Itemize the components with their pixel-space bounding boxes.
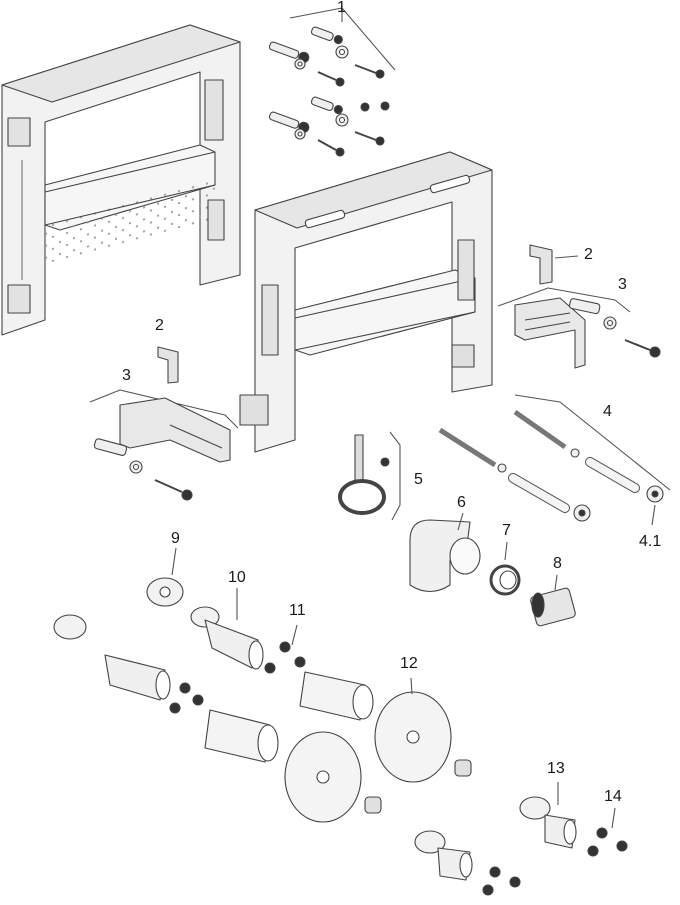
callout-13: 13 (547, 760, 565, 777)
cover-plate-left (284, 731, 362, 823)
callout-2-right: 2 (584, 246, 593, 263)
callout-6: 6 (457, 494, 466, 511)
elbow-connector-upper (190, 588, 264, 670)
wall-elbow-upper (519, 782, 577, 849)
pipe-clamp (338, 431, 401, 521)
wall-bracket-left (89, 389, 239, 501)
pipe-elbow (409, 512, 481, 593)
wall-elbow-lower (414, 830, 473, 881)
callout-3-right: 3 (618, 276, 627, 293)
anchor-screw-kit (268, 7, 396, 157)
callout-1: 1 (337, 0, 346, 16)
cover-plate-right (374, 677, 452, 783)
callout-10: 10 (228, 569, 246, 586)
wall-bracket-right (497, 287, 661, 369)
screw-set (169, 624, 306, 714)
callout-14: 14 (604, 788, 622, 805)
callout-11: 11 (289, 602, 306, 619)
small-bracket-left (157, 346, 179, 384)
elbow-connector-lower (53, 614, 171, 701)
callout-8: 8 (553, 555, 562, 572)
pipe-piece-lower (204, 709, 279, 763)
rosette-flange (146, 547, 184, 607)
screw-set-small (482, 807, 628, 896)
pipe-cap (530, 574, 576, 627)
callout-9: 9 (171, 530, 180, 547)
mounting-frame-left (1, 24, 241, 336)
pipe-piece-upper (299, 671, 374, 721)
callout-12: 12 (400, 655, 418, 672)
callout-4-1: 4.1 (639, 533, 662, 550)
mounting-frame-center (239, 151, 493, 453)
callout-7: 7 (502, 522, 511, 539)
fitting-nuts (364, 759, 472, 814)
pipe-sleeve (489, 541, 521, 596)
small-bracket-right (529, 244, 579, 285)
threaded-rods (438, 394, 671, 526)
callout-5: 5 (414, 471, 423, 488)
callout-4: 4 (603, 403, 612, 420)
callout-2-left: 2 (155, 317, 164, 334)
callout-3-left: 3 (122, 367, 131, 384)
